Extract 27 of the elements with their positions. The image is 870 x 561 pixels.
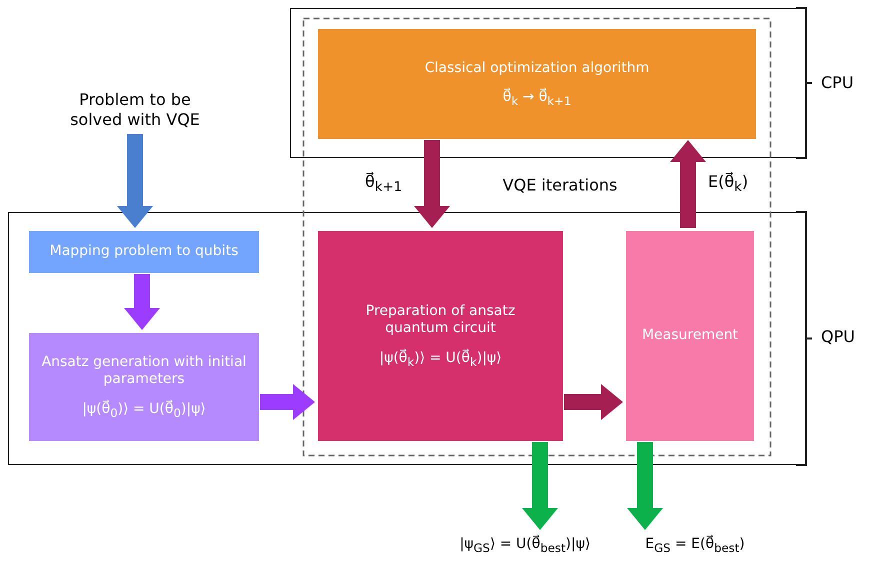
arrow bbox=[260, 384, 315, 420]
qpu-label: QPU bbox=[821, 327, 855, 346]
arrow bbox=[414, 140, 450, 228]
arrow bbox=[522, 442, 558, 530]
process-box bbox=[29, 231, 259, 273]
arrow bbox=[627, 442, 663, 530]
arrow bbox=[564, 384, 623, 420]
arrow bbox=[124, 274, 160, 330]
process-box bbox=[29, 333, 259, 441]
node-label: Classical optimization algorithm bbox=[424, 60, 650, 78]
node-label: Problem to be solved with VQE bbox=[69, 90, 201, 130]
formula: θ⃗$_{k}$ → θ⃗$_{k+1}$ bbox=[502, 89, 572, 108]
cpu-label: CPU bbox=[821, 73, 854, 92]
node-label: Mapping problem to qubits bbox=[50, 243, 238, 261]
process-box bbox=[626, 231, 754, 441]
formula: |ψ(θ⃗$_{0}$)⟩ = U(θ⃗$_{0}$)|ψ⟩ bbox=[82, 400, 206, 420]
formula: E$_{GS}$ = E(θ⃗$_{best}$) bbox=[645, 536, 745, 556]
process-box bbox=[318, 29, 756, 139]
node-label: Preparation of ansatz quantum circuit bbox=[364, 302, 516, 338]
process-box bbox=[318, 231, 563, 441]
node-label: Ansatz generation with initial parameters bbox=[40, 354, 248, 389]
formula: |ψ$_{GS}$⟩ = U(θ⃗$_{best}$)|ψ⟩ bbox=[460, 536, 590, 556]
node-label: Measurement bbox=[642, 327, 738, 345]
loop-label: VQE iterations bbox=[502, 176, 618, 194]
arrow bbox=[670, 140, 706, 228]
arrow bbox=[117, 134, 153, 228]
formula: |ψ(θ⃗$_{k}$)⟩ = U(θ⃗$_{k}$)|ψ⟩ bbox=[379, 350, 502, 370]
